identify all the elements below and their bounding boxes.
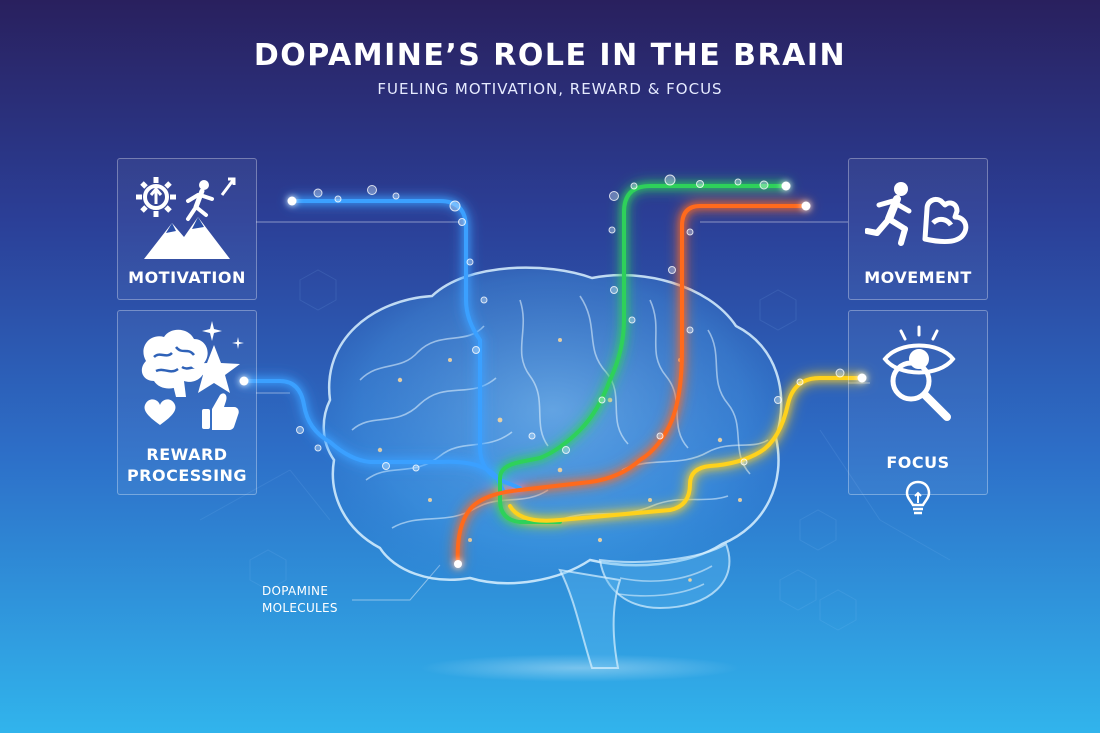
- motivation-panel: MOTIVATION: [117, 158, 257, 300]
- runner-icon: [865, 182, 912, 246]
- callout-line1: DOPAMINE: [262, 584, 329, 598]
- focus-panel: FOCUS: [848, 310, 988, 515]
- flexed-arm-icon: [922, 196, 969, 245]
- dopamine-molecules-callout: DOPAMINE MOLECULES: [262, 583, 338, 617]
- pathway-orange-movement: [455, 204, 808, 566]
- climber-icon: [186, 180, 214, 221]
- page-subtitle: FUELING MOTIVATION, REWARD & FOCUS: [377, 80, 723, 98]
- hex-network-background: [199, 269, 951, 631]
- focus-icon-group: [882, 325, 956, 421]
- pathway-endpoints: [239, 181, 867, 568]
- reward-icon-group: [141, 321, 244, 430]
- arrow-up-icon: [149, 186, 163, 204]
- reward-label-line1: REWARD: [146, 445, 228, 464]
- focus-label: FOCUS: [886, 453, 950, 472]
- callout-line2: MOLECULES: [262, 601, 338, 615]
- pathway-yellow-focus: [508, 376, 864, 523]
- heart-icon: [144, 399, 176, 425]
- gear-icon: [136, 177, 176, 217]
- mountain-icon: [144, 217, 230, 259]
- magnifier-icon: [890, 360, 951, 421]
- thumbs-up-icon: [202, 393, 239, 430]
- pathways: [242, 184, 864, 566]
- motivation-label: MOTIVATION: [128, 268, 246, 287]
- sparkle-icon: [202, 321, 222, 341]
- dopamine-bubbles: [296, 174, 845, 472]
- motivation-icon-group: [136, 177, 236, 259]
- reward-label-line2: PROCESSING: [126, 466, 248, 485]
- lightbulb-icon: [905, 480, 931, 515]
- pathway-green-movement: [498, 184, 788, 524]
- movement-label: MOVEMENT: [864, 268, 972, 287]
- reward-processing-panel: REWARD PROCESSING: [117, 310, 257, 495]
- movement-panel: MOVEMENT: [848, 158, 988, 300]
- movement-icon-group: [865, 182, 969, 246]
- brain-icon: [141, 329, 208, 397]
- floor-glow: [420, 654, 740, 682]
- pathway-blue-reward: [242, 379, 506, 494]
- page-title: DOPAMINE’S ROLE IN THE BRAIN: [253, 38, 847, 73]
- brain: [322, 266, 783, 669]
- star-icon: [188, 345, 240, 393]
